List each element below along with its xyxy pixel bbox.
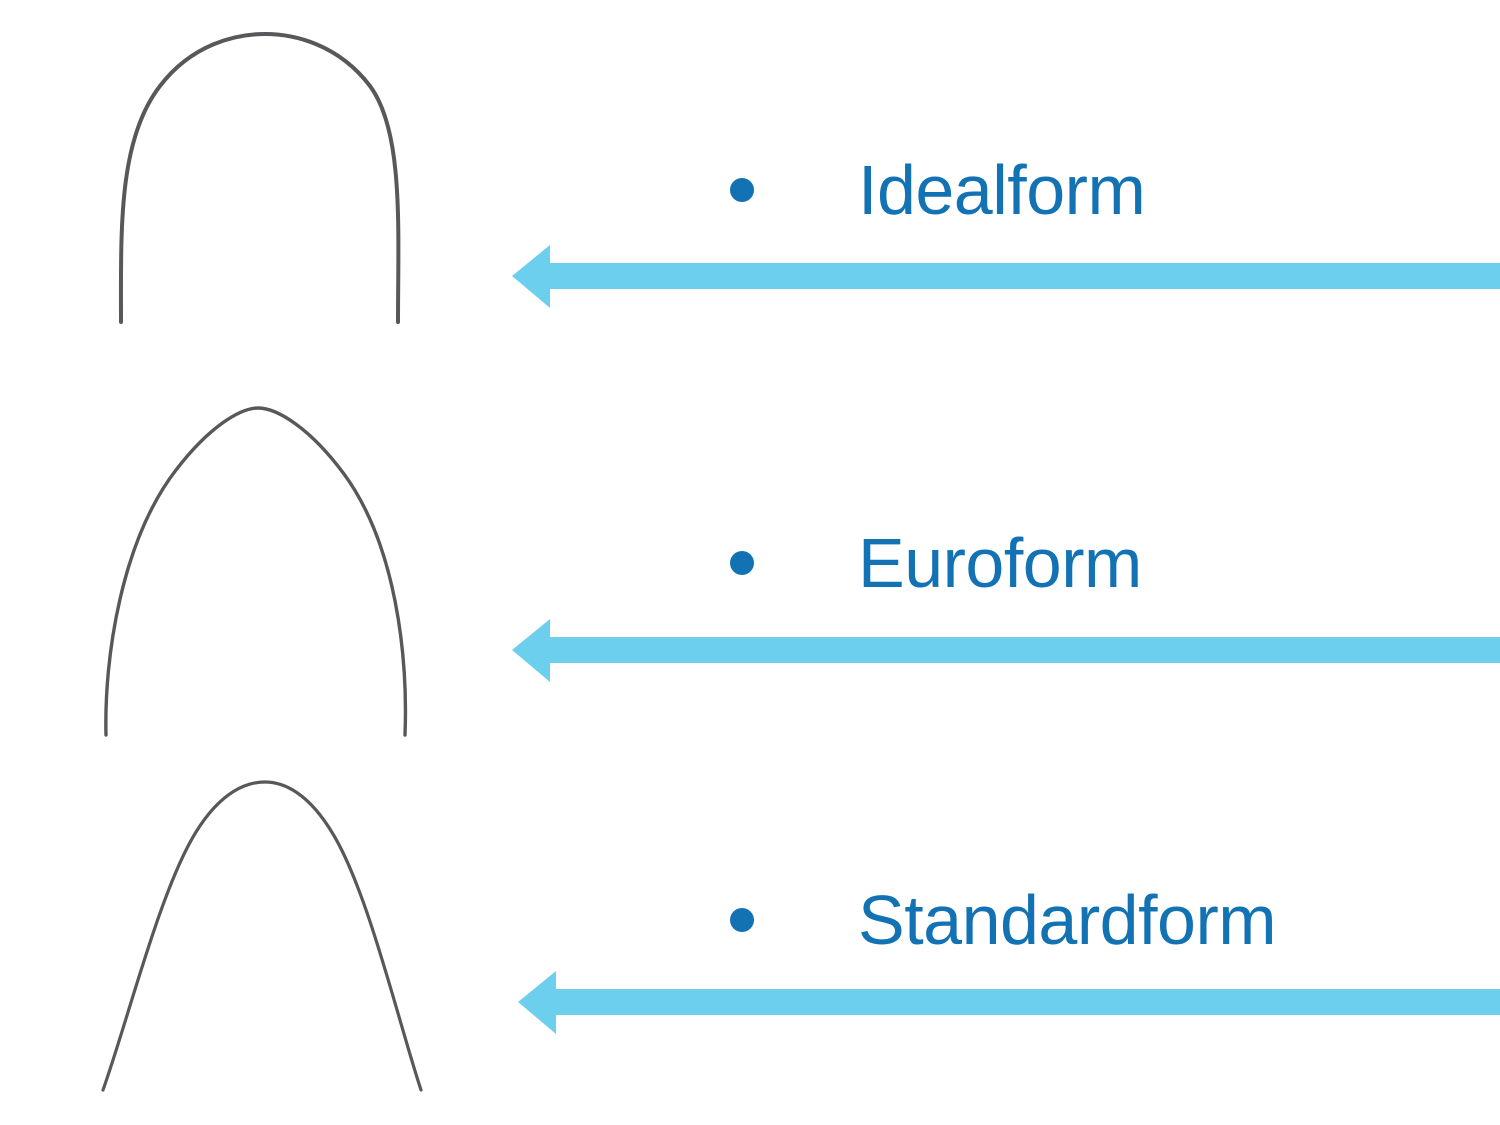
bullet-icon: [730, 551, 754, 575]
label-idealform: Idealform: [858, 151, 1146, 229]
bullet-icon: [730, 178, 754, 202]
arrow-left-euroform: [500, 610, 1500, 690]
standardform-arch: [0, 770, 520, 1125]
euroform-arch: [0, 380, 520, 760]
arrow-left-idealform: [500, 236, 1500, 316]
bullet-icon: [730, 908, 754, 932]
label-row-euroform: Euroform: [730, 518, 1490, 608]
label-row-idealform: Idealform: [730, 145, 1490, 235]
label-standardform: Standardform: [858, 881, 1277, 959]
arrow-left-standardform: [500, 962, 1500, 1042]
idealform-arch: [0, 0, 520, 360]
label-euroform: Euroform: [858, 524, 1142, 602]
label-row-standardform: Standardform: [730, 875, 1490, 965]
